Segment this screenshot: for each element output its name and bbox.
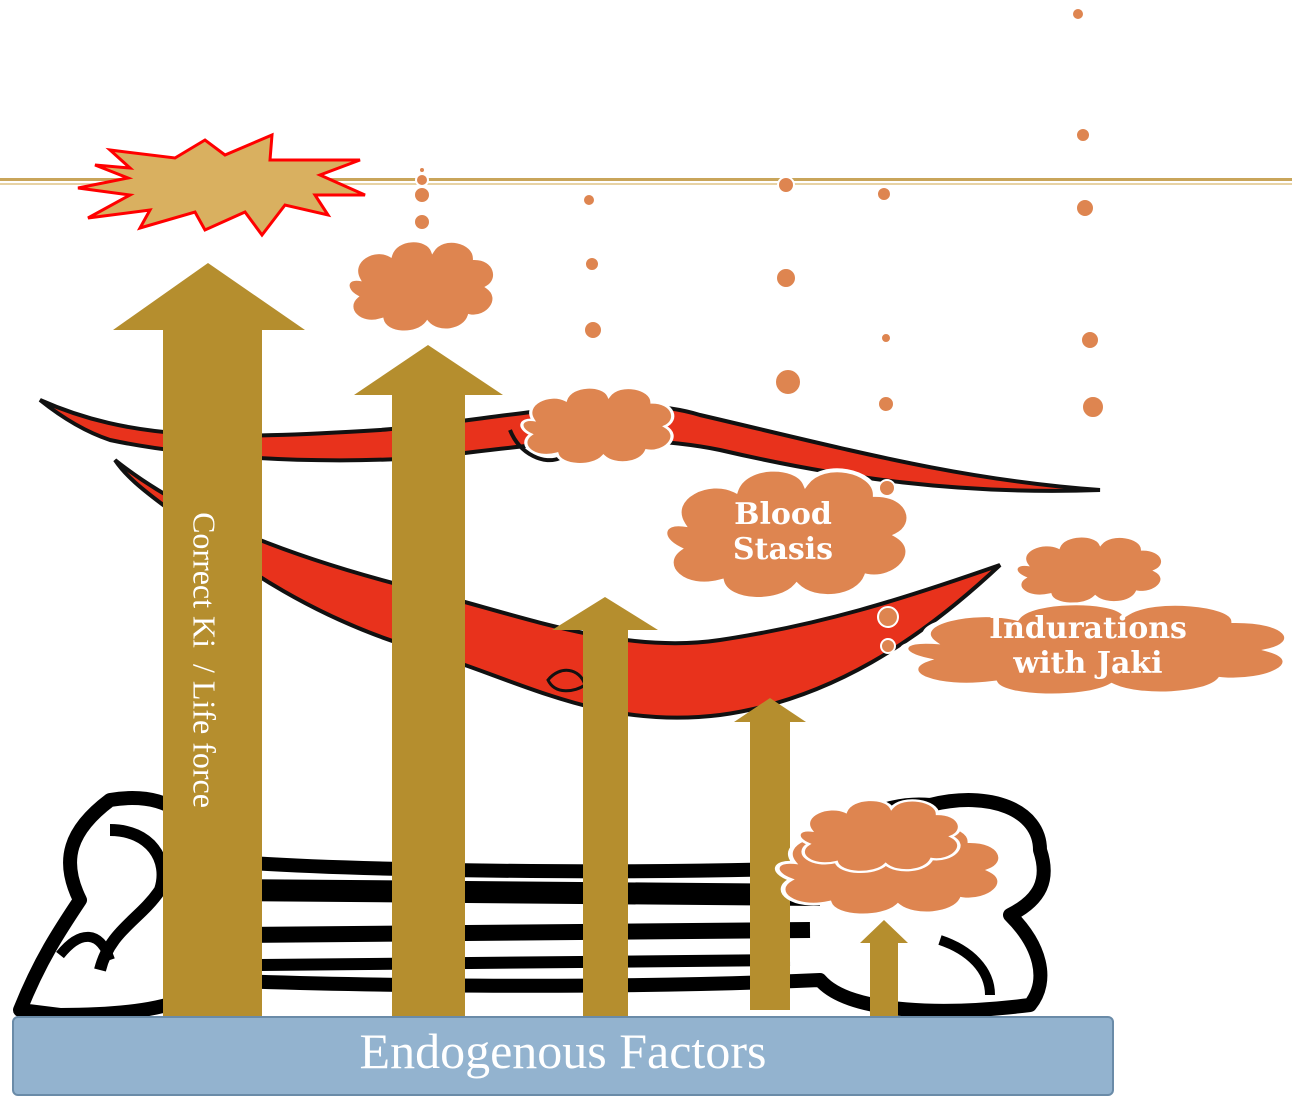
blood-stasis-line-1: Blood (708, 498, 858, 533)
blood-stasis-label: Blood Stasis (708, 498, 858, 567)
footer-title: Endogenous Factors (12, 1016, 1114, 1086)
cloud-vessel (522, 387, 673, 464)
correct-ki-label: Correct Ki / Life force (186, 512, 223, 808)
blood-stasis-line-2: Stasis (708, 533, 858, 568)
indurations-line-2: with Jaki (958, 647, 1218, 682)
burst-shape (78, 135, 365, 235)
cloud-small-right (1016, 537, 1163, 604)
indurations-label: Indurations with Jaki (958, 612, 1218, 681)
cloud-top (348, 241, 495, 332)
indurations-line-1: Indurations (958, 612, 1218, 647)
